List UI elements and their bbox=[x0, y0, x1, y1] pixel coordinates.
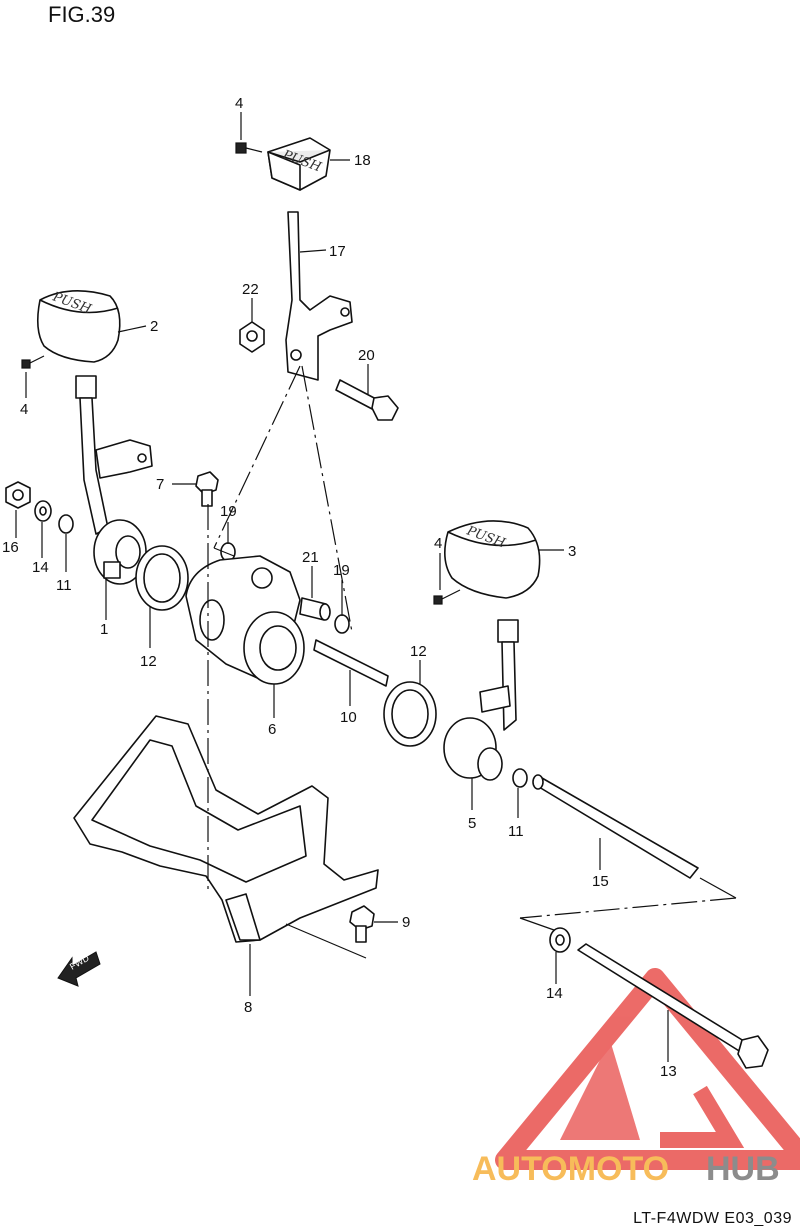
callout-15: 15 bbox=[592, 873, 609, 890]
callout-4-right: 4 bbox=[434, 535, 442, 552]
callout-1: 1 bbox=[100, 621, 108, 638]
callout-19-b: 19 bbox=[333, 562, 350, 579]
part-10-shaft bbox=[313, 639, 389, 687]
callout-11-left: 11 bbox=[56, 577, 72, 594]
callout-21: 21 bbox=[302, 549, 319, 566]
callout-17: 17 bbox=[329, 243, 346, 260]
callout-20: 20 bbox=[358, 347, 375, 364]
callout-22: 22 bbox=[242, 281, 259, 298]
part-3-knob: PUSH bbox=[444, 520, 541, 599]
callout-14-right: 14 bbox=[546, 985, 563, 1002]
part-14-washer-left bbox=[34, 500, 52, 522]
part-13-bolt bbox=[577, 943, 769, 1069]
callout-12-left: 12 bbox=[140, 653, 157, 670]
part-16-nut bbox=[5, 481, 31, 509]
watermark-brand-part1: AUTOMOTO bbox=[472, 1150, 669, 1188]
callout-4-top: 4 bbox=[235, 95, 243, 112]
part-22-nut bbox=[239, 321, 265, 353]
part-6-housing bbox=[185, 555, 305, 685]
figure-title: FIG.39 bbox=[48, 2, 116, 27]
fwd-arrow-icon: FWD bbox=[57, 951, 101, 987]
part-12-seal-right bbox=[383, 681, 437, 747]
callout-3: 3 bbox=[568, 543, 576, 560]
callout-4-left: 4 bbox=[20, 401, 28, 418]
part-18-cap: PUSH bbox=[267, 137, 331, 191]
part-19-ring-b bbox=[334, 614, 350, 634]
callout-14-left: 14 bbox=[32, 559, 49, 576]
callout-2: 2 bbox=[150, 318, 158, 335]
callout-8: 8 bbox=[244, 999, 252, 1016]
callout-9: 9 bbox=[402, 914, 410, 931]
callout-5: 5 bbox=[468, 815, 476, 832]
part-4-screw-top bbox=[235, 142, 263, 154]
part-8-bracket bbox=[73, 715, 379, 943]
part-15-shaft bbox=[532, 774, 699, 879]
callout-6: 6 bbox=[268, 721, 276, 738]
part-1-lever bbox=[75, 375, 153, 585]
part-4-screw-left bbox=[21, 355, 45, 369]
part-11-ring-right bbox=[512, 768, 528, 788]
part-7-bolt bbox=[195, 471, 219, 507]
part-9-bolt bbox=[349, 905, 375, 943]
callout-10: 10 bbox=[340, 709, 357, 726]
part-17-lever bbox=[285, 211, 353, 381]
figure-code: LT-F4WDW E03_039 bbox=[633, 1210, 792, 1227]
callout-7: 7 bbox=[156, 476, 164, 493]
part-11-ring-left bbox=[58, 514, 74, 534]
callouts: 4 18 17 22 2 4 20 7 16 14 11 1 12 19 21 … bbox=[2, 95, 677, 1080]
part-14-washer-right bbox=[549, 927, 571, 953]
callout-12-right: 12 bbox=[410, 643, 427, 660]
callout-16: 16 bbox=[2, 539, 19, 556]
part-20-bolt bbox=[335, 379, 399, 421]
part-21-pin bbox=[299, 597, 331, 621]
watermark-logo: AUTOMOTO HUB bbox=[472, 968, 800, 1188]
part-4-screw-right bbox=[433, 589, 461, 605]
part-2-knob: PUSH bbox=[36, 289, 121, 363]
alignment-lines bbox=[207, 365, 737, 959]
leader-lines bbox=[15, 112, 669, 1062]
callout-18: 18 bbox=[354, 152, 371, 169]
part-12-seal-left bbox=[135, 545, 189, 611]
callout-13: 13 bbox=[660, 1063, 677, 1080]
callout-19-a: 19 bbox=[220, 503, 237, 520]
part-5-lever bbox=[443, 619, 519, 781]
callout-11-right: 11 bbox=[508, 823, 524, 840]
watermark-brand-part2: HUB bbox=[706, 1150, 780, 1188]
